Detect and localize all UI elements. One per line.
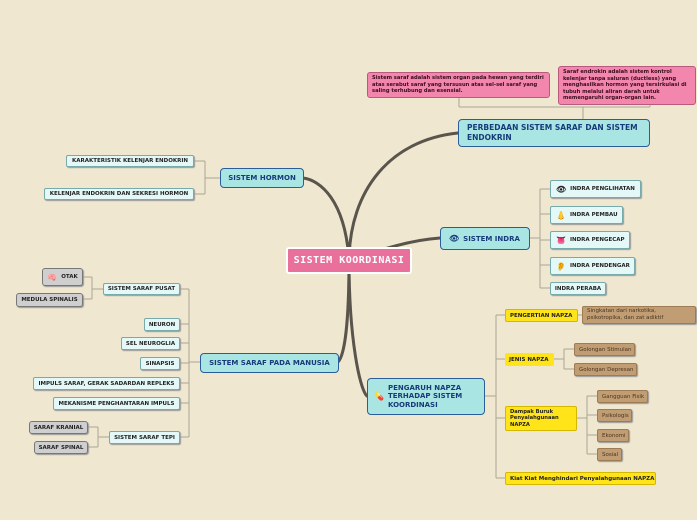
eye-icon: 👁 [556,184,567,194]
indra-item-label: INDRA PENDENGAR [569,263,630,269]
napza-label: PENGARUH NAPZA TERHADAP SISTEM KOORDINAS… [387,383,463,409]
tongue-icon: 👅 [556,235,566,245]
golongan-depresan[interactable]: Golongan Depresan [574,363,637,376]
neuron[interactable]: NEURON [144,318,180,331]
saraf-spinal[interactable]: SARAF SPINAL [34,441,88,454]
indra-item[interactable]: 👁INDRA PENGLIHATAN [550,180,641,198]
indra-item-label: INDRA PENGLIHATAN [570,186,635,192]
indra-node[interactable]: 👁SISTEM INDRA [440,227,530,250]
dampak-item[interactable]: Ekonomi [597,429,629,442]
endokrin-definition[interactable]: Saraf endrokin adalah sistem kontrol kel… [558,66,696,105]
dampak-item[interactable]: Sosial [597,448,622,461]
saraf-node[interactable]: SISTEM SARAF PADA MANUSIA [200,353,339,373]
saraf-kranial[interactable]: SARAF KRANIAL [29,421,88,434]
dampak-napza[interactable]: Dampak Buruk Penyalahgunaan NAPZA [505,406,577,431]
saraf-tepi[interactable]: SISTEM SARAF TEPI [109,431,180,444]
dampak-item[interactable]: Psikologis [597,409,632,422]
indra-item-label: INDRA PENGECAP [569,237,625,243]
dampak-item[interactable]: Gangguan Fisik [597,390,648,403]
eye-icon: 👁 [449,234,460,243]
pill-icon: 💊 [374,392,384,401]
hormon-item[interactable]: KARAKTERISTIK KELENJAR ENDOKRIN [66,155,194,167]
hormon-node[interactable]: SISTEM HORMON [220,168,304,188]
jenis-napza[interactable]: JENIS NAPZA [505,353,554,366]
indra-item[interactable]: 👅INDRA PENGECAP [550,231,630,249]
pengertian-napza[interactable]: PENGERTIAN NAPZA [505,309,578,322]
brain-icon: 🧠 [47,272,58,282]
central-topic[interactable]: SISTEM KOORDINASI [286,247,412,274]
indra-item[interactable]: 👃INDRA PEMBAU [550,206,623,224]
indra-item[interactable]: 👂INDRA PENDENGAR [550,257,635,275]
otak[interactable]: 🧠OTAK [42,268,83,286]
golongan-stimulan[interactable]: Golongan Stimulan [574,343,635,356]
sinapsis[interactable]: SINAPSIS [140,357,180,370]
indra-label: SISTEM INDRA [463,234,520,243]
nose-icon: 👃 [556,210,566,220]
indra-item[interactable]: INDRA PERABA [550,282,606,295]
hormon-item[interactable]: KELENJAR ENDOKRIN DAN SEKRESI HORMON [44,188,194,200]
ear-icon: 👂 [556,261,566,271]
indra-item-label: INDRA PEMBAU [569,212,618,218]
saraf-definition[interactable]: Sistem saraf adalah sistem organ pada he… [367,72,550,98]
saraf-pusat[interactable]: SISTEM SARAF PUSAT [103,283,180,295]
perbedaan-node[interactable]: PERBEDAAN SISTEM SARAF DAN SISTEM ENDOKR… [458,119,650,147]
impuls-saraf[interactable]: IMPULS SARAF, GERAK SADARDAN REPLEKS [33,377,180,390]
sel-neuroglia[interactable]: SEL NEUROGLIA [121,337,180,350]
napza-node[interactable]: 💊PENGARUH NAPZA TERHADAP SISTEM KOORDINA… [367,378,485,415]
definisi-napza[interactable]: Singkatan dari narkotika, psikotropika, … [582,306,696,324]
otak-label: OTAK [61,274,78,280]
medula-spinalis[interactable]: MEDULA SPINALIS [16,293,83,307]
kiat-napza[interactable]: Kiat Kiat Menghindari Penyalahgunaan NAP… [505,472,656,485]
mekanisme-impuls[interactable]: MEKANISME PENGHANTARAN IMPULS [53,397,180,410]
